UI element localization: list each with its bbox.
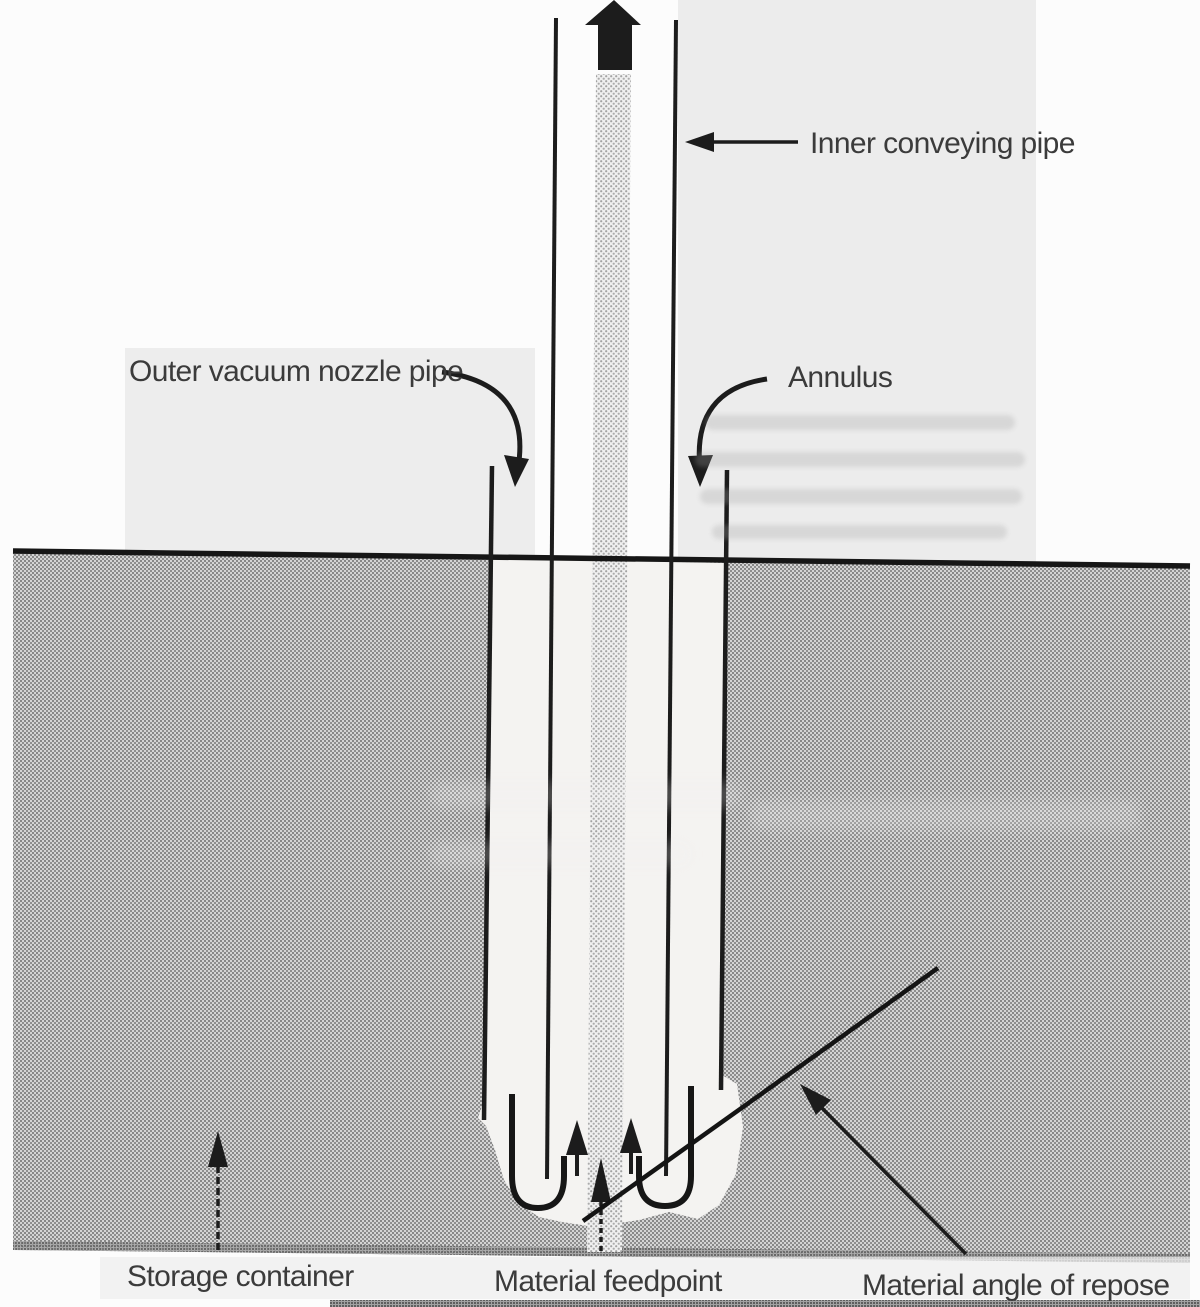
annulus-curved-pointer-arrow [688, 376, 768, 487]
conveyed-material-column [587, 74, 631, 1252]
outer-pipe-wall-right [718, 469, 730, 1091]
material-angle-of-repose-line [581, 966, 940, 1223]
caption-band [100, 1257, 1190, 1299]
u-bend-right [636, 1086, 694, 1210]
page-bleed-panel-right [678, 0, 1036, 562]
outer-pipe-curved-pointer-arrow [441, 369, 529, 487]
inner-pipe-walls [545, 17, 678, 1180]
page-edge-artifact [330, 1300, 1200, 1307]
u-bend-left [509, 1094, 567, 1212]
label-inner-conveying-pipe: Inner conveying pipe [810, 127, 1075, 160]
inner-pipe-wall-left [545, 17, 558, 1180]
label-material-feedpoint: Material feedpoint [494, 1265, 722, 1298]
material-surface-line [12, 548, 1191, 569]
storage-pointer-arrow [208, 1131, 228, 1250]
repose-pointer-arrow [800, 1084, 968, 1256]
up-flow-arrow [585, 0, 641, 70]
outer-pipe-wall-left [481, 465, 495, 1121]
page-bleed-panel-left [125, 348, 535, 556]
inner-pipe-pointer-arrow [685, 132, 798, 152]
label-material-angle-of-repose: Material angle of repose [862, 1269, 1170, 1302]
inner-pipe-wall-right [664, 19, 678, 1177]
outer-pipe-walls [481, 465, 730, 1121]
annulus-intake-arrow-right [620, 1118, 642, 1174]
label-annulus: Annulus [788, 361, 893, 394]
label-outer-vacuum-nozzle-pipe: Outer vacuum nozzle pipe [129, 355, 464, 388]
annulus-intake-arrow-left [566, 1120, 588, 1176]
label-storage-container: Storage container [127, 1260, 354, 1293]
